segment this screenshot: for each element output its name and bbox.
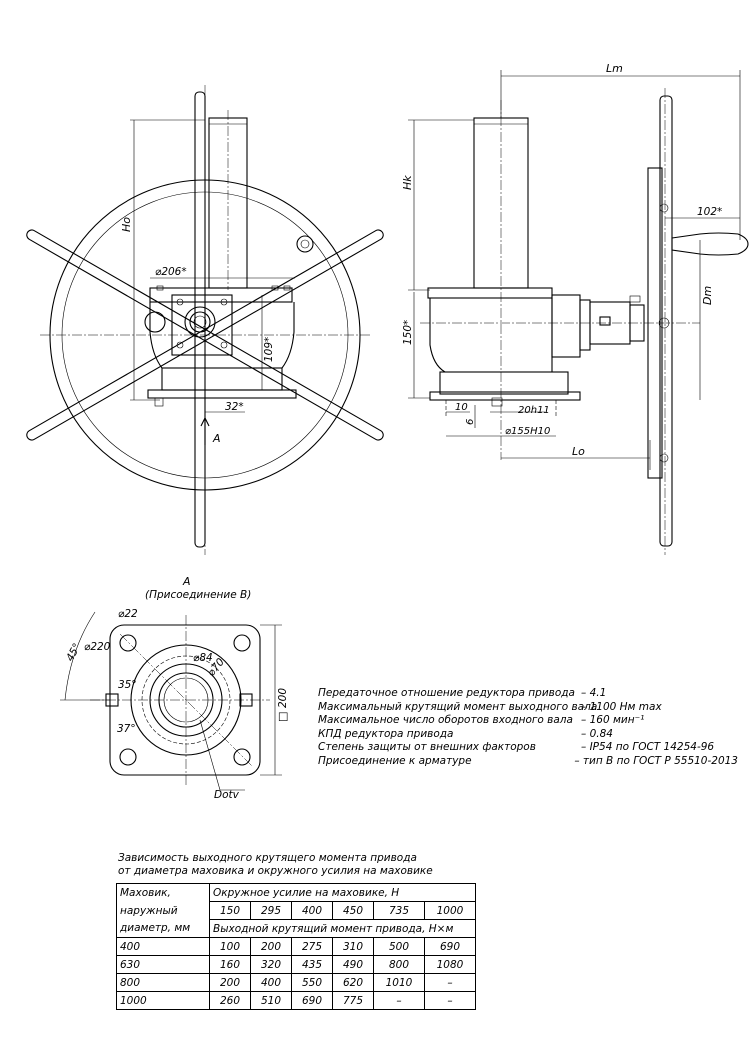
spec-label: КПД редуктора привода — [318, 727, 454, 740]
dim-155h10: ⌀155H10 — [505, 426, 550, 437]
dim-45: 45° — [64, 641, 83, 663]
dim-22: ⌀22 — [118, 608, 138, 620]
value-cell: 490 — [332, 955, 374, 974]
value-cell: – — [424, 991, 476, 1010]
value-cell: 200 — [250, 937, 292, 956]
value-cell: 500 — [373, 937, 425, 956]
value-cell: 690 — [291, 991, 333, 1010]
dim-102: 102* — [697, 206, 722, 218]
value-cell: 550 — [291, 973, 333, 992]
table-row: наружный 150 295 400 450 735 1000 — [116, 901, 476, 920]
front-view: Ho ⌀206* 109* 32* A — [26, 85, 384, 555]
row-header-cell: диаметр, мм — [116, 919, 210, 938]
dim-6: 6 — [465, 419, 476, 425]
force-cell: 295 — [250, 901, 292, 920]
specifications: Передаточное отношение редуктора привода… — [318, 687, 738, 769]
value-cell: 800 — [373, 955, 425, 974]
spec-label: Максимальное число оборотов входного вал… — [318, 714, 573, 727]
dim-20h11: 20h11 — [518, 405, 550, 416]
dim-square-mark: □ — [276, 712, 289, 722]
force-header: Окружное усилие на маховике, Н — [209, 883, 476, 902]
table-caption-line: Зависимость выходного крутящего момента … — [118, 852, 417, 864]
value-cell: 310 — [332, 937, 374, 956]
dim-200: 200 — [277, 688, 289, 708]
dim-35: 35° — [118, 679, 137, 691]
diameter-cell: 400 — [116, 937, 210, 956]
dim-84: ⌀84 — [193, 652, 213, 664]
dim-220: ⌀220 — [84, 641, 111, 653]
table-row: 400 100 200 275 310 500 690 — [116, 937, 476, 956]
side-view: Lm Hk 150* 102* Dm 10 6 20h11 ⌀155H10 Lo — [401, 62, 749, 555]
value-cell: 260 — [209, 991, 251, 1010]
dim-lm: Lm — [606, 62, 623, 75]
spec-row: КПД редуктора привода – 0.84 — [318, 728, 738, 742]
dim-dotv: Dotv — [214, 789, 240, 801]
spec-label: Передаточное отношение редуктора привода — [318, 687, 575, 699]
spec-row: Максимальный крутящий момент выходного в… — [318, 701, 738, 715]
dim-206: ⌀206* — [155, 266, 187, 278]
value-cell: 775 — [332, 991, 374, 1010]
dim-109: 109* — [263, 337, 275, 362]
spec-value: – IP54 по ГОСТ 14254-96 — [581, 741, 715, 754]
value-cell: 690 — [424, 937, 476, 956]
dim-dm: Dm — [701, 286, 714, 305]
spec-row: Передаточное отношение редуктора привода… — [318, 687, 738, 701]
value-cell: 1080 — [424, 955, 476, 974]
dim-10: 10 — [455, 402, 468, 413]
value-cell: – — [424, 973, 476, 992]
value-cell: – — [373, 991, 425, 1010]
spec-value: – 4.1 — [581, 687, 607, 699]
table-row: Маховик, Окружное усилие на маховике, Н — [116, 883, 476, 902]
row-header-cell: Маховик, — [116, 883, 210, 902]
table-row: 630 160 320 435 490 800 1080 — [116, 955, 476, 974]
view-a-title: A — [182, 575, 191, 588]
row-header-cell: наружный — [116, 901, 210, 920]
value-cell: 400 — [250, 973, 292, 992]
table-caption: Зависимость выходного крутящего момента … — [118, 852, 478, 877]
force-cell: 735 — [373, 901, 425, 920]
value-cell: 100 — [209, 937, 251, 956]
dim-lo: Lo — [572, 445, 585, 458]
spec-label: Присоединение к арматуре — [318, 754, 472, 767]
spec-row: Степень защиты от внешних факторов – IP5… — [318, 741, 738, 755]
value-cell: 160 — [209, 955, 251, 974]
value-cell: 320 — [250, 955, 292, 974]
spec-value: – 1100 Нм max — [581, 700, 662, 713]
value-cell: 200 — [209, 973, 251, 992]
force-cell: 1000 — [424, 901, 476, 920]
view-a: A (Присоединение В) 45° ⌀22 ⌀220 ⌀84 ⌀70… — [60, 575, 289, 801]
dim-hk: Hk — [401, 175, 414, 190]
force-cell: 450 — [332, 901, 374, 920]
force-cell: 400 — [291, 901, 333, 920]
spec-value: – тип В по ГОСТ Р 55510-2013 — [574, 754, 738, 767]
spec-label: Максимальный крутящий момент выходного в… — [318, 700, 598, 713]
dim-ho: Ho — [120, 217, 133, 232]
table-row: диаметр, мм Выходной крутящий момент при… — [116, 919, 476, 938]
value-cell: 1010 — [373, 973, 425, 992]
force-cell: 150 — [209, 901, 251, 920]
value-cell: 510 — [250, 991, 292, 1010]
torque-header: Выходной крутящий момент привода, Н×м — [209, 919, 476, 938]
value-cell: 620 — [332, 973, 374, 992]
spec-row: Присоединение к арматуре – тип В по ГОСТ… — [318, 755, 738, 769]
spec-row: Максимальное число оборотов входного вал… — [318, 714, 738, 728]
dim-37: 37° — [117, 723, 136, 735]
table-caption-line: от диаметра маховика и окружного усилия … — [118, 864, 433, 877]
spec-label: Степень защиты от внешних факторов — [318, 741, 536, 754]
dim-150: 150* — [402, 320, 414, 345]
torque-table: Маховик, Окружное усилие на маховике, Н … — [116, 883, 476, 1010]
value-cell: 435 — [291, 955, 333, 974]
view-a-mark: A — [212, 432, 221, 445]
spec-value: – 160 мин⁻¹ — [581, 714, 645, 727]
table-row: 800 200 400 550 620 1010 – — [116, 973, 476, 992]
spec-value: – 0.84 — [581, 727, 613, 740]
diameter-cell: 800 — [116, 973, 210, 992]
table-row: 1000 260 510 690 775 – – — [116, 991, 476, 1010]
view-a-subtitle: (Присоединение В) — [145, 589, 251, 601]
diameter-cell: 1000 — [116, 991, 210, 1010]
value-cell: 275 — [291, 937, 333, 956]
dim-32: 32* — [225, 401, 244, 413]
diameter-cell: 630 — [116, 955, 210, 974]
